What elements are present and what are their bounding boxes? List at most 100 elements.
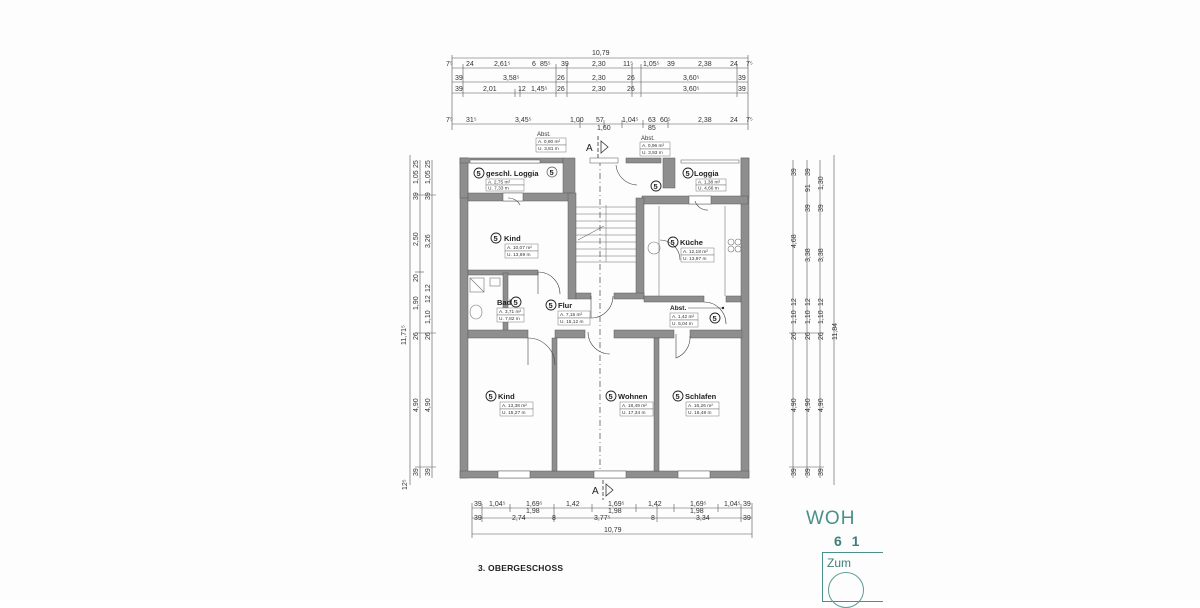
svg-text:3,77⁵: 3,77⁵ (594, 515, 611, 522)
stamp-text-line2: 6 1 (834, 533, 863, 549)
svg-text:7⁵: 7⁵ (446, 61, 453, 68)
svg-text:85: 85 (648, 125, 656, 132)
section-marker-bottom: A (592, 480, 614, 500)
right-dimension-labels: 39 4,90 26 1,10 12 4,68 39 39 4,90 26 1,… (791, 168, 839, 476)
svg-text:Abst.: Abst. (537, 132, 551, 138)
svg-text:39: 39 (455, 86, 463, 93)
svg-text:1,42: 1,42 (566, 501, 580, 508)
svg-text:25: 25 (425, 160, 432, 168)
svg-text:2,74: 2,74 (512, 515, 526, 522)
svg-text:39: 39 (474, 501, 482, 508)
svg-text:3,26: 3,26 (425, 234, 432, 248)
svg-text:1,42: 1,42 (648, 501, 662, 508)
room-kind-bottom: 5 Kind A. 13,38 m² U. 15,27 m (485, 390, 534, 417)
svg-text:25: 25 (413, 160, 420, 168)
svg-text:1,45⁵: 1,45⁵ (531, 86, 548, 93)
stamp-text-line3: Zum (827, 556, 851, 570)
room-geschl-loggia: 5 geschl. Loggia A. 2,75 m² U. 7,33 m 5 (473, 166, 558, 192)
svg-text:24: 24 (730, 117, 738, 124)
svg-text:U. 16,48 m: U. 16,48 m (688, 410, 711, 416)
svg-text:3,60⁵: 3,60⁵ (683, 75, 700, 82)
svg-text:1,10: 1,10 (791, 310, 798, 324)
left-dimension-chains (409, 155, 436, 485)
svg-text:5: 5 (676, 392, 680, 401)
room-wohnen: 5 Wohnen A. 18,49 m² U. 17,34 m (605, 390, 654, 417)
svg-text:39: 39 (561, 61, 569, 68)
room-abst-top-right: Abst. A. 0,96 m² U. 3,93 m 5 (639, 136, 671, 192)
svg-text:2,30: 2,30 (592, 75, 606, 82)
svg-text:39: 39 (818, 204, 825, 212)
svg-text:5: 5 (713, 314, 717, 323)
svg-text:U. 3,81 m: U. 3,81 m (538, 146, 559, 152)
svg-text:26: 26 (557, 86, 565, 93)
svg-text:4,90: 4,90 (791, 398, 798, 412)
svg-text:26: 26 (805, 332, 812, 340)
svg-text:U. 15,12 m: U. 15,12 m (560, 319, 583, 325)
svg-text:A. 13,38 m²: A. 13,38 m² (502, 403, 527, 409)
svg-text:12⁵: 12⁵ (402, 479, 409, 490)
svg-text:6: 6 (532, 61, 536, 68)
top-dimension-labels: 10,79 7⁵ 24 2,61⁵ 6 85⁵ 39 2,30 11⁵ 1,05… (446, 50, 753, 132)
svg-text:3,45⁵: 3,45⁵ (515, 117, 532, 124)
svg-text:63: 63 (648, 117, 656, 124)
svg-text:1,04⁵: 1,04⁵ (489, 501, 506, 508)
svg-text:39: 39 (667, 61, 675, 68)
svg-text:2,38: 2,38 (698, 61, 712, 68)
svg-text:3,38: 3,38 (818, 248, 825, 262)
room-abst-middle: Abst. A. 1,42 m² U. 5,04 m 5 (669, 305, 725, 328)
svg-text:2,61⁵: 2,61⁵ (494, 61, 511, 68)
svg-text:A. 2,75 m²: A. 2,75 m² (488, 180, 511, 186)
svg-text:4,90: 4,90 (805, 398, 812, 412)
room-abst-top-left: Abst. A. 0,90 m² U. 3,81 m (535, 132, 567, 153)
svg-text:U. 5,04 m: U. 5,04 m (672, 321, 693, 327)
svg-text:39: 39 (805, 204, 812, 212)
room-loggia: 5 Loggia A. 1,38 m² U. 4,66 m (682, 167, 727, 192)
svg-text:7⁵: 7⁵ (446, 117, 453, 124)
svg-text:A. 18,49 m²: A. 18,49 m² (622, 403, 647, 409)
svg-text:A. 3,71 m²: A. 3,71 m² (499, 309, 522, 315)
svg-text:39: 39 (791, 168, 798, 176)
svg-text:U. 3,93 m: U. 3,93 m (642, 150, 663, 156)
svg-text:39: 39 (743, 501, 751, 508)
svg-text:39: 39 (425, 468, 432, 476)
svg-text:7⁵: 7⁵ (746, 61, 753, 68)
svg-text:39: 39 (425, 192, 432, 200)
doors (507, 164, 727, 366)
svg-text:39: 39 (413, 192, 420, 200)
svg-text:39: 39 (738, 86, 746, 93)
svg-text:26: 26 (627, 86, 635, 93)
svg-text:12: 12 (425, 295, 432, 303)
svg-text:11,71⁵: 11,71⁵ (401, 325, 408, 345)
svg-text:39: 39 (474, 515, 482, 522)
svg-text:3,34: 3,34 (696, 515, 710, 522)
room-kueche: 5 Küche A. 12,18 m² U. 13,97 m (667, 236, 715, 263)
svg-text:1,04⁵: 1,04⁵ (622, 117, 639, 124)
section-marker-top: A (586, 136, 609, 158)
svg-text:85⁵: 85⁵ (540, 61, 551, 68)
svg-text:A. 16,26 m²: A. 16,26 m² (688, 403, 713, 409)
svg-text:U. 7,33 m: U. 7,33 m (488, 186, 509, 192)
svg-text:A. 0,96 m²: A. 0,96 m² (642, 143, 665, 149)
room-bad: Bad 5 A. 3,71 m² U. 7,82 m (496, 296, 525, 323)
svg-text:12: 12 (518, 86, 526, 93)
dim-overall-width-top: 10,79 (592, 50, 610, 57)
svg-text:A. 0,90 m²: A. 0,90 m² (538, 139, 561, 145)
svg-text:39: 39 (805, 168, 812, 176)
svg-text:A: A (586, 143, 593, 154)
svg-text:1,30: 1,30 (818, 176, 825, 190)
svg-text:1,10: 1,10 (805, 310, 812, 324)
svg-text:20: 20 (413, 274, 420, 282)
svg-text:60⁵: 60⁵ (660, 117, 671, 124)
svg-text:2,30: 2,30 (592, 61, 606, 68)
svg-text:Küche: Küche (680, 238, 703, 247)
svg-text:26: 26 (791, 332, 798, 340)
svg-text:8: 8 (552, 515, 556, 522)
svg-text:4,90: 4,90 (818, 398, 825, 412)
floor-title: 3. OBERGESCHOSS (478, 563, 564, 573)
svg-text:5: 5 (489, 392, 493, 401)
svg-text:5: 5 (494, 234, 498, 243)
dim-overall-width-bottom: 10,79 (604, 527, 622, 534)
svg-text:3,60⁵: 3,60⁵ (683, 86, 700, 93)
svg-text:1,05: 1,05 (413, 170, 420, 184)
